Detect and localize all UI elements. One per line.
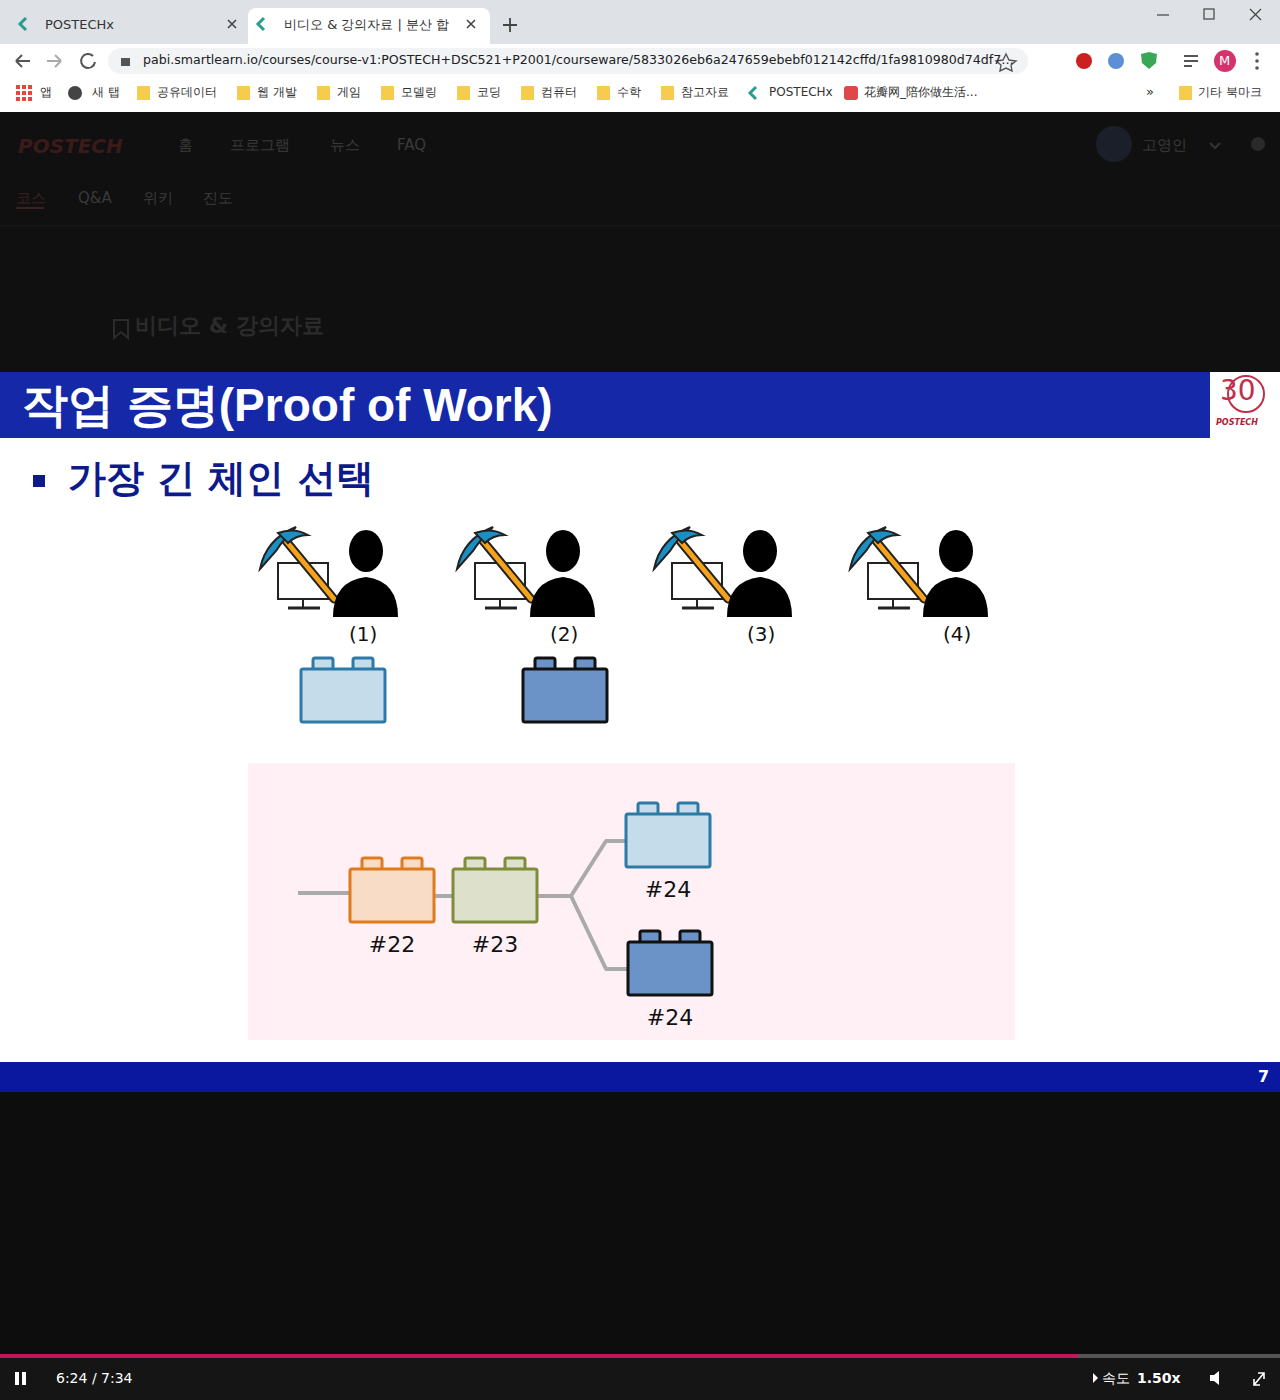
tab-title: POSTECHx: [45, 17, 114, 33]
chain-block: #23: [451, 856, 539, 958]
chain-link: [538, 841, 625, 896]
slide-footer-bar: [0, 1062, 1280, 1092]
course-tab: 코스: [16, 189, 46, 207]
block-shape: [626, 929, 714, 997]
nav-link: 프로그램: [230, 136, 290, 154]
block-number: #24: [626, 1005, 714, 1031]
nav-link: FAQ: [397, 136, 426, 154]
bullet-text: 가장 긴 체인 선택: [68, 456, 374, 502]
slide-title: 작업 증명(Proof of Work): [22, 378, 553, 433]
bookmark: 새 탭: [92, 85, 120, 99]
bookmark: 공유데이터: [157, 85, 217, 99]
chain-block: #24: [624, 801, 712, 903]
block-number: #23: [451, 932, 539, 958]
miner-number: (4): [943, 622, 971, 646]
bookmark: 기타 북마크: [1198, 85, 1262, 99]
nav-link: 뉴스: [330, 136, 360, 154]
chain-link: [538, 896, 627, 969]
block-number: #24: [624, 877, 712, 903]
bookmark: 게임: [337, 85, 361, 99]
block-number: #22: [348, 932, 436, 958]
unit-heading: 비디오 & 강의자료: [135, 313, 324, 339]
nav-link: 홈: [178, 136, 193, 154]
chain-block: #22: [348, 856, 436, 958]
miner-number: (3): [747, 622, 775, 646]
miner-number: (1): [349, 622, 377, 646]
bookmark: 코딩: [477, 85, 501, 99]
site-logo: POSTECH: [18, 134, 123, 158]
chain-link: [435, 894, 452, 898]
bookmark: 모델링: [401, 85, 437, 99]
url-text: pabi.smartlearn.io/courses/course-v1:POS…: [143, 52, 1014, 67]
bookmark: 참고자료: [681, 85, 729, 99]
course-tab: Q&A: [78, 189, 112, 207]
bookmark: 수학: [617, 85, 641, 99]
chain-block: #24: [626, 929, 714, 1031]
block-shape: [624, 801, 712, 869]
tab-title: 비디오 & 강의자료 | 분산 합: [284, 17, 449, 33]
logo-text: POSTECH: [1216, 418, 1258, 428]
bookmark: POSTECHx: [769, 85, 833, 99]
video-time: 6:24 / 7:34: [56, 1370, 133, 1387]
page-number: 7: [1258, 1067, 1269, 1086]
course-tab: 위키: [143, 189, 173, 207]
bookmark: 앱: [40, 85, 52, 99]
user-name: 고영인: [1142, 136, 1187, 154]
bookmark: 花瓣网_陪你做生活...: [864, 85, 977, 99]
speed-label: 속도: [1102, 1370, 1130, 1387]
bookmark-overflow: »: [1146, 84, 1154, 100]
video-controls: [0, 1358, 1280, 1400]
logo-number: 30: [1220, 374, 1256, 408]
tab-bar: [0, 0, 1280, 44]
bookmark: 컴퓨터: [541, 85, 577, 99]
course-tab: 진도: [203, 189, 233, 207]
bookmark: 웹 개발: [257, 85, 297, 99]
block-shape: [348, 856, 436, 924]
block-shape: [451, 856, 539, 924]
miner-number: (2): [550, 622, 578, 646]
profile-initial: M: [1219, 53, 1230, 69]
speed-value: 1.50x: [1137, 1370, 1181, 1387]
